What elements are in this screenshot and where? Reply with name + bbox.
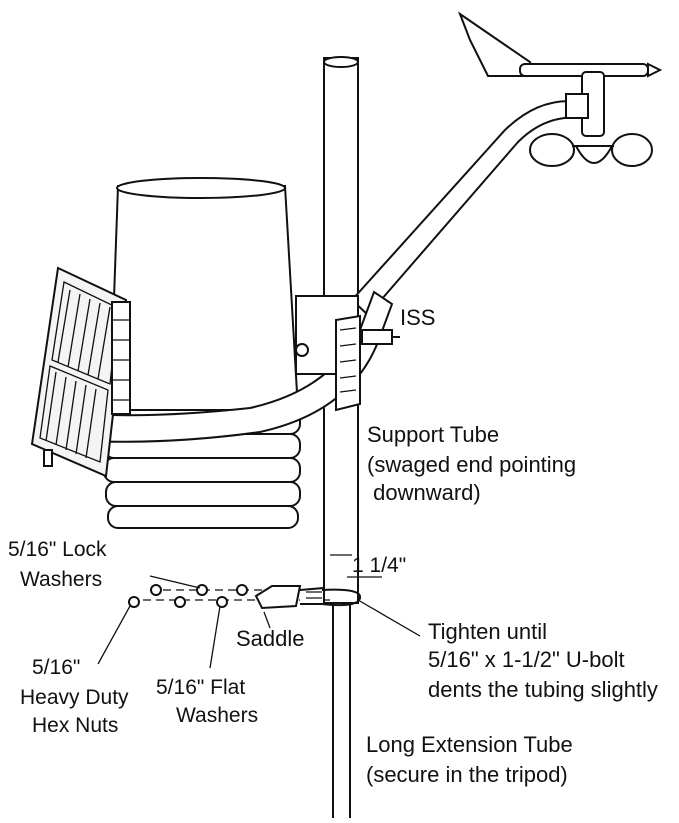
label-flat-washers: 5/16" Flat Washers: [156, 676, 258, 727]
hex-nut: [174, 596, 186, 608]
label-dimension: 1 1/4": [352, 554, 406, 577]
leader-lines: [97, 575, 421, 669]
label-tighten: Tighten until 5/16" x 1-1/2" U-bolt dent…: [428, 619, 658, 702]
label-saddle: Saddle: [236, 626, 305, 651]
leader-lock-washers: [149, 575, 201, 589]
anemometer-assembly: [350, 11, 663, 317]
iss-support-arm: [61, 290, 400, 443]
label-support-tube: Support Tube (swaged end pointing downwa…: [367, 422, 582, 505]
flat-washer: [216, 596, 228, 608]
leader-flat-washers: [209, 605, 221, 669]
anemometer-cup: [611, 133, 653, 167]
wind-vane: [457, 11, 537, 77]
leader-saddle: [263, 611, 271, 629]
rain-collector: [108, 177, 300, 411]
label-lock-washers: 5/16" Lock Washers: [8, 538, 112, 591]
solar-panel: [30, 266, 131, 478]
label-iss: ISS: [400, 305, 435, 330]
flat-washer: [236, 584, 248, 596]
leader-hex-nuts: [97, 605, 131, 665]
lock-washer: [196, 584, 208, 596]
saddle: [254, 585, 302, 610]
labels: ISS Support Tube (swaged end pointing do…: [8, 305, 658, 787]
u-bolt-hardware: [128, 584, 362, 610]
anemometer-cup: [574, 145, 614, 164]
label-long-extension-tube: Long Extension Tube (secure in the tripo…: [366, 732, 579, 787]
lock-washer: [150, 584, 162, 596]
label-hex-nuts: 5/16" Heavy Duty Hex Nuts: [20, 656, 134, 737]
mounting-pole: [323, 56, 359, 818]
anemometer-cup: [529, 133, 575, 167]
hex-nut: [128, 596, 140, 608]
leader-tighten: [357, 599, 421, 637]
